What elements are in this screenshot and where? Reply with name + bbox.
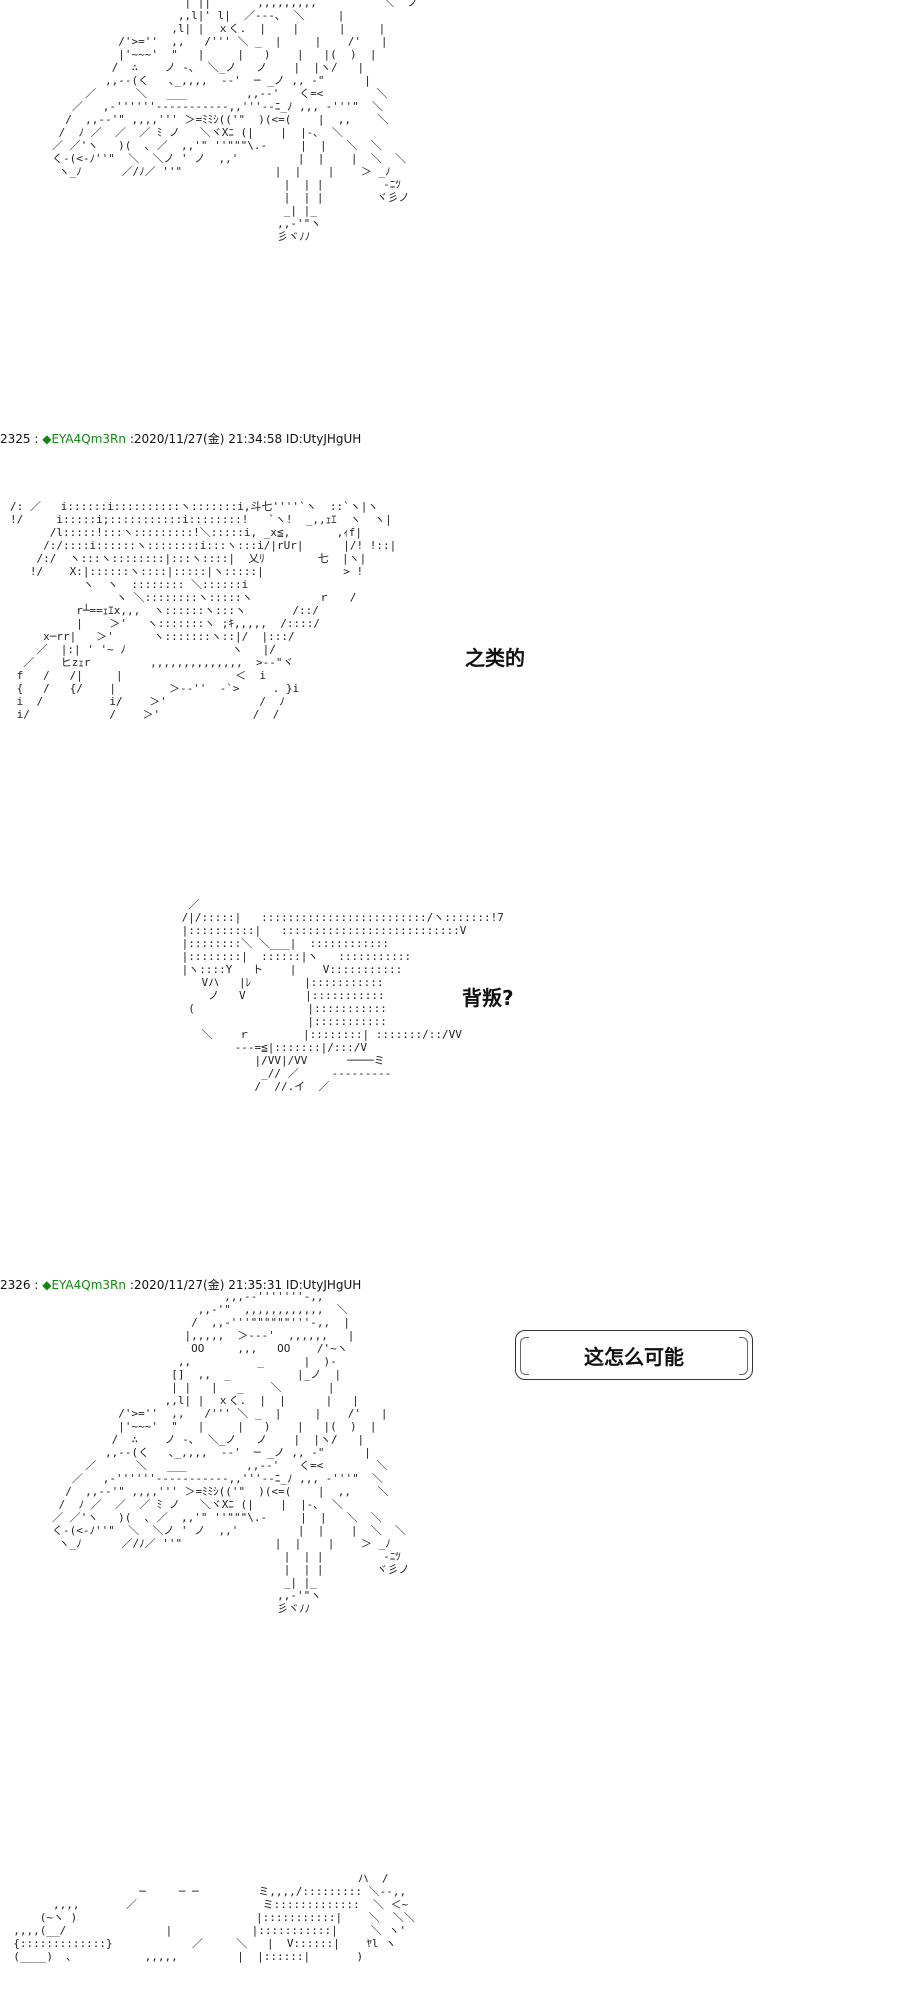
bubble-text: 这怎么可能 (584, 1344, 684, 1369)
post-number: 2325 (0, 432, 31, 446)
post-separator: : (30, 432, 43, 446)
ascii-art-lower: ／ /|/:::::| :::::::::::::::::::::::::/ヽ:… (181, 898, 504, 1093)
post-header: 2325 : ◆EYA4Qm3Rn :2020/11/27(金) 21:34:5… (0, 430, 361, 447)
trip-code[interactable]: EYA4Qm3Rn (51, 432, 126, 446)
ascii-art-middle: /: ／ i::::::i::::::::::ヽ:::::::i,斗七''''`… (10, 500, 397, 721)
post-header: 2326 : ◆EYA4Qm3Rn :2020/11/27(金) 21:35:3… (0, 1276, 361, 1293)
ascii-art-footer: ハ / ─ ─ ─ ミ,,,,/::::::::: ＼‐-,, ,,,, ／ ミ… (13, 1872, 415, 1963)
caption-first: 之类的 (465, 646, 525, 670)
post-separator: : (30, 1278, 43, 1292)
post-date-id: :2020/11/27(金) 21:34:58 ID:UtyJHgUH (126, 432, 362, 446)
ascii-art-top: | || ,,,,,,,,, ＼ ノ ,,l|' l| ／‐‐-､ ＼ | ,l… (52, 0, 419, 243)
speech-bubble: 这怎么可能 (515, 1330, 753, 1380)
caption-second: 背叛? (462, 986, 514, 1010)
ascii-art-bottom: ,,,-‐'''''''-,, ,,-'" ,,,,,,,,,,,, ＼ / ,… (52, 1290, 410, 1615)
post-number: 2326 (0, 1278, 31, 1292)
trip-diamond-icon: ◆ (42, 432, 52, 446)
trip-code[interactable]: EYA4Qm3Rn (51, 1278, 126, 1292)
trip-diamond-icon: ◆ (42, 1278, 52, 1292)
post-date-id: :2020/11/27(金) 21:35:31 ID:UtyJHgUH (126, 1278, 362, 1292)
